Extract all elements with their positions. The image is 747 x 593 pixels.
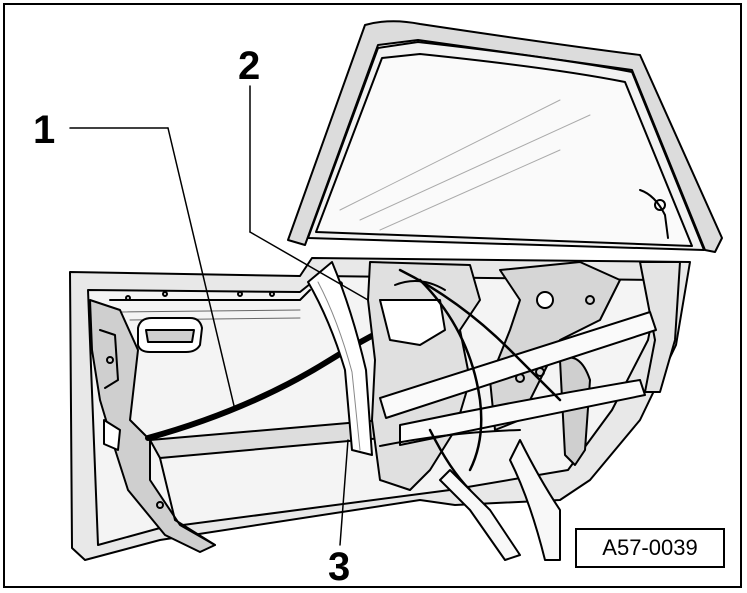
callout-3: 3 bbox=[328, 545, 351, 589]
callout-2: 2 bbox=[238, 44, 261, 88]
reference-code-label: A57-0039 bbox=[575, 528, 725, 568]
leader-line-2-diagonal bbox=[249, 231, 369, 301]
window-frame bbox=[287, 20, 723, 253]
guide-rail bbox=[307, 261, 373, 456]
leader-line-1-diagonal bbox=[167, 127, 236, 411]
leader-line-3 bbox=[339, 439, 349, 546]
lower-pillar bbox=[439, 439, 561, 561]
door-handle bbox=[137, 317, 203, 353]
leader-lines bbox=[69, 85, 369, 546]
callout-1: 1 bbox=[33, 108, 56, 152]
